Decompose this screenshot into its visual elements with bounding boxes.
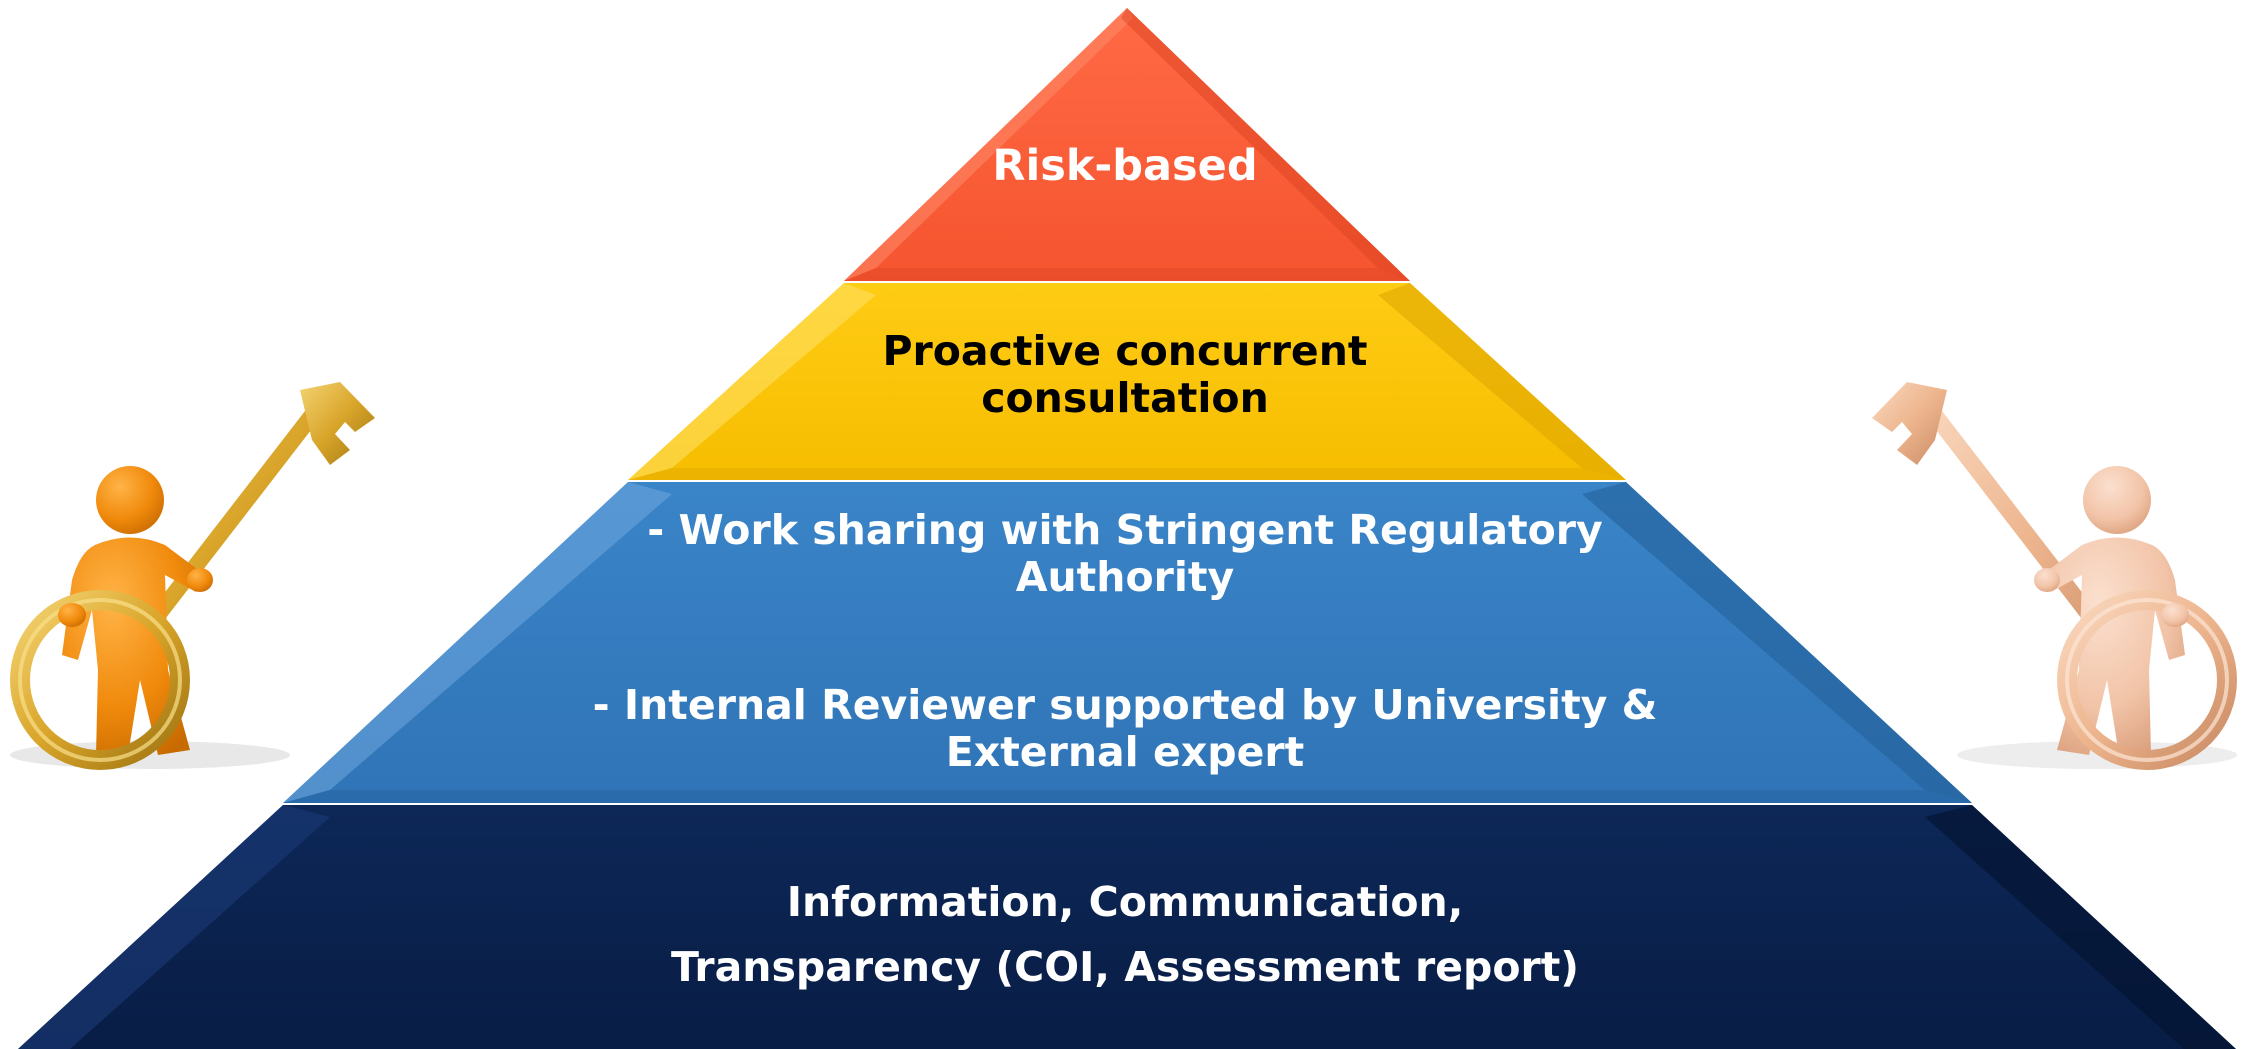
tier-work-sharing-label: - Work sharing with Stringent Regulatory…	[560, 507, 1690, 601]
tier-label-line: External expert	[945, 728, 1305, 776]
tier-label-line: - Internal Reviewer supported by Univers…	[592, 681, 1658, 729]
tier-proactive-consultation	[628, 283, 1626, 480]
tier-information-transparency	[18, 805, 2236, 1049]
tier-risk-based-label: Risk-based	[900, 140, 1350, 192]
tier-label-line: - Work sharing with Stringent Regulatory	[647, 506, 1603, 554]
tier-label-line: Proactive concurrent	[882, 327, 1368, 375]
tier-label-line: consultation	[981, 374, 1269, 422]
tier-internal-reviewer-label: - Internal Reviewer supported by Univers…	[560, 682, 1690, 776]
tier-label-line: Transparency (COI, Assessment report)	[670, 943, 1580, 991]
person-holding-key-icon	[0, 370, 400, 790]
tier-label-line: Authority	[1015, 553, 1235, 601]
tier-work-sharing	[283, 482, 1972, 803]
tier-label-line: Risk-based	[992, 141, 1258, 191]
tier-proactive-consultation-label: Proactive concurrent consultation	[730, 328, 1520, 422]
tier-label-line: Information, Communication,	[786, 878, 1464, 926]
tier-risk-based	[844, 8, 1410, 281]
tier-information-transparency-label: Information, Communication, Transparency…	[520, 870, 1730, 1000]
person-holding-key-icon	[1850, 370, 2247, 790]
